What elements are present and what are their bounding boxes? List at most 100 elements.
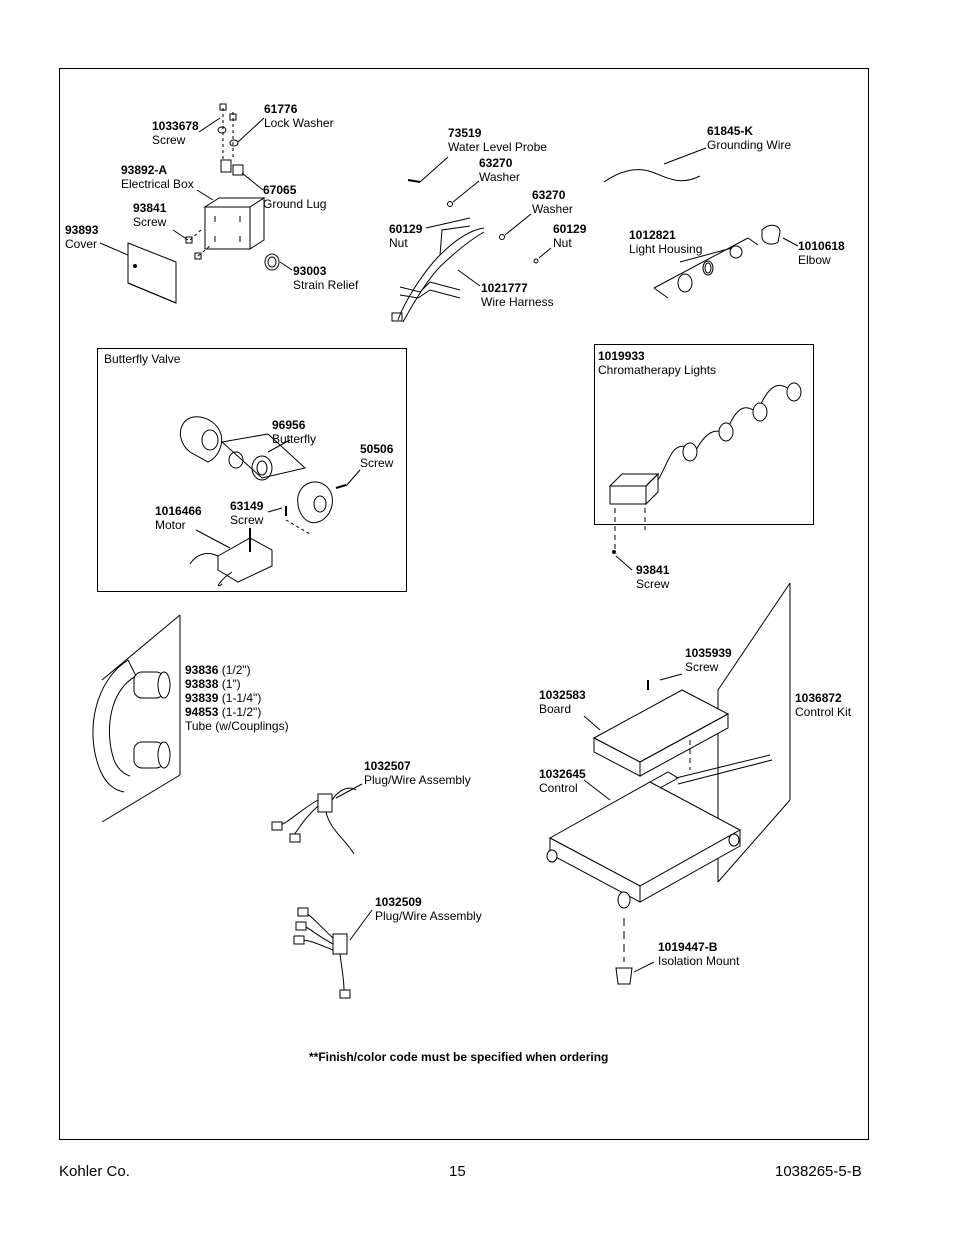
part-label-63149: 63149 Screw [230,499,263,527]
part-label-1016466: 1016466 Motor [155,504,202,532]
tube-size: (1/2") [218,663,251,677]
part-description: Motor [155,518,186,532]
part-number: 93892-A [121,163,168,177]
part-number: 63149 [230,499,264,513]
part-label-67065: 67065 Ground Lug [263,183,326,211]
part-description: Lock Washer [264,116,334,130]
plug-wire-assembly-1032507-drawing [271,783,363,855]
tube-size: (1-1/4") [218,691,262,705]
part-label-73519: 73519 Water Level Probe [448,126,547,154]
tube-size-93836: 93836 (1/2") [185,663,251,677]
part-label-1012821: 1012821 Light Housing [629,228,702,256]
part-description: Water Level Probe [448,140,547,154]
part-label-1036872: 1036872 Control Kit [795,691,851,719]
part-description: Wire Harness [481,295,554,309]
part-number: 73519 [448,126,482,140]
part-number: 1032507 [364,759,411,773]
part-label-1010618: 1010618 Elbow [798,239,845,267]
part-number: 1032509 [375,895,422,909]
part-label-60129-a: 60129 Nut [389,222,422,250]
part-description: Screw [133,215,167,229]
part-number: 93893 [65,223,99,237]
part-number: 1033678 [152,119,199,133]
part-description: Plug/Wire Assembly [375,909,482,923]
part-description: Screw [152,133,186,147]
part-label-1032583: 1032583 Board [539,688,586,716]
part-number: 60129 [389,222,423,236]
part-description: Grounding Wire [707,138,792,152]
tube-size: (1") [218,677,241,691]
part-description: Electrical Box [121,177,194,191]
part-number: 1032583 [539,688,586,702]
tube-size: (1-1/2") [218,705,262,719]
butterfly-valve-box-title: Butterfly Valve [104,352,181,366]
part-description: Board [539,702,572,716]
part-description: Nut [553,236,572,250]
tube-part-number: 93836 [185,663,219,677]
electrical-box-drawing [99,103,293,304]
tube-size-93839: 93839 (1-1/4") [185,691,261,705]
part-label-61845-k: 61845-K Grounding Wire [707,124,791,152]
part-number: 93841 [133,201,167,215]
tube-description: Tube (w/Couplings) [185,719,289,733]
butterfly-valve-box [97,348,407,592]
part-label-93892-a: 93892-A Electrical Box [121,163,194,191]
part-number: 96956 [272,418,306,432]
tube-size-94853: 94853 (1-1/2") [185,705,261,719]
part-label-63270-a: 63270 Washer [479,156,520,184]
part-description: Control [539,781,578,795]
part-number: 1019933 [598,349,645,363]
part-description: Screw [360,456,394,470]
tube-part-number: 93838 [185,677,219,691]
part-description: Screw [685,660,719,674]
footer-doc-number: 1038265-5-B [775,1163,862,1180]
part-label-61776: 61776 Lock Washer [264,102,334,130]
parts-diagram-frame [59,68,869,1140]
part-label-1035939: 1035939 Screw [685,646,732,674]
part-label-1032507: 1032507 Plug/Wire Assembly [364,759,471,787]
part-number: 1012821 [629,228,676,242]
part-description: Nut [389,236,408,250]
part-description: Plug/Wire Assembly [364,773,471,787]
tube-part-number: 94853 [185,705,219,719]
part-number: 1032645 [539,767,586,781]
part-label-1019447-b: 1019447-B Isolation Mount [658,940,739,968]
part-label-93893: 93893 Cover [65,223,98,251]
control-kit-drawing [546,582,791,985]
tube-size-93838: 93838 (1") [185,677,241,691]
part-label-1032509: 1032509 Plug/Wire Assembly [375,895,482,923]
wire-harness-drawing [391,156,552,323]
part-label-1021777: 1021777 Wire Harness [481,281,554,309]
part-description: Washer [479,170,520,184]
part-number: 63270 [532,188,566,202]
part-number: 1021777 [481,281,528,295]
part-number: 67065 [263,183,297,197]
part-description: Control Kit [795,705,852,719]
part-number: 60129 [553,222,587,236]
chromatherapy-lights-box [594,344,814,525]
footer-page-number: 15 [449,1163,466,1180]
part-number: 1035939 [685,646,732,660]
part-description: Cover [65,237,98,251]
part-label-93841-lights-screw: 93841 Screw [636,563,669,591]
chromatherapy-lights-drawing [608,382,802,571]
part-number: 1010618 [798,239,845,253]
butterfly-valve-drawing [179,416,361,587]
part-number: 93841 [636,563,670,577]
part-description: Ground Lug [263,197,327,211]
part-description: Butterfly [272,432,317,446]
part-label-60129-b: 60129 Nut [553,222,586,250]
part-number: 93003 [293,264,327,278]
part-description: Isolation Mount [658,954,740,968]
part-number: 1036872 [795,691,842,705]
part-number: 1016466 [155,504,202,518]
part-label-63270-b: 63270 Washer [532,188,573,216]
part-number: 63270 [479,156,513,170]
tube-drawing [92,614,181,823]
part-number: 50506 [360,442,394,456]
grounding-wire-drawing [603,169,701,183]
part-number: 61776 [264,102,298,116]
footer-company: Kohler Co. [59,1163,130,1180]
part-label-96956: 96956 Butterfly [272,418,316,446]
part-description: Strain Relief [293,278,359,292]
